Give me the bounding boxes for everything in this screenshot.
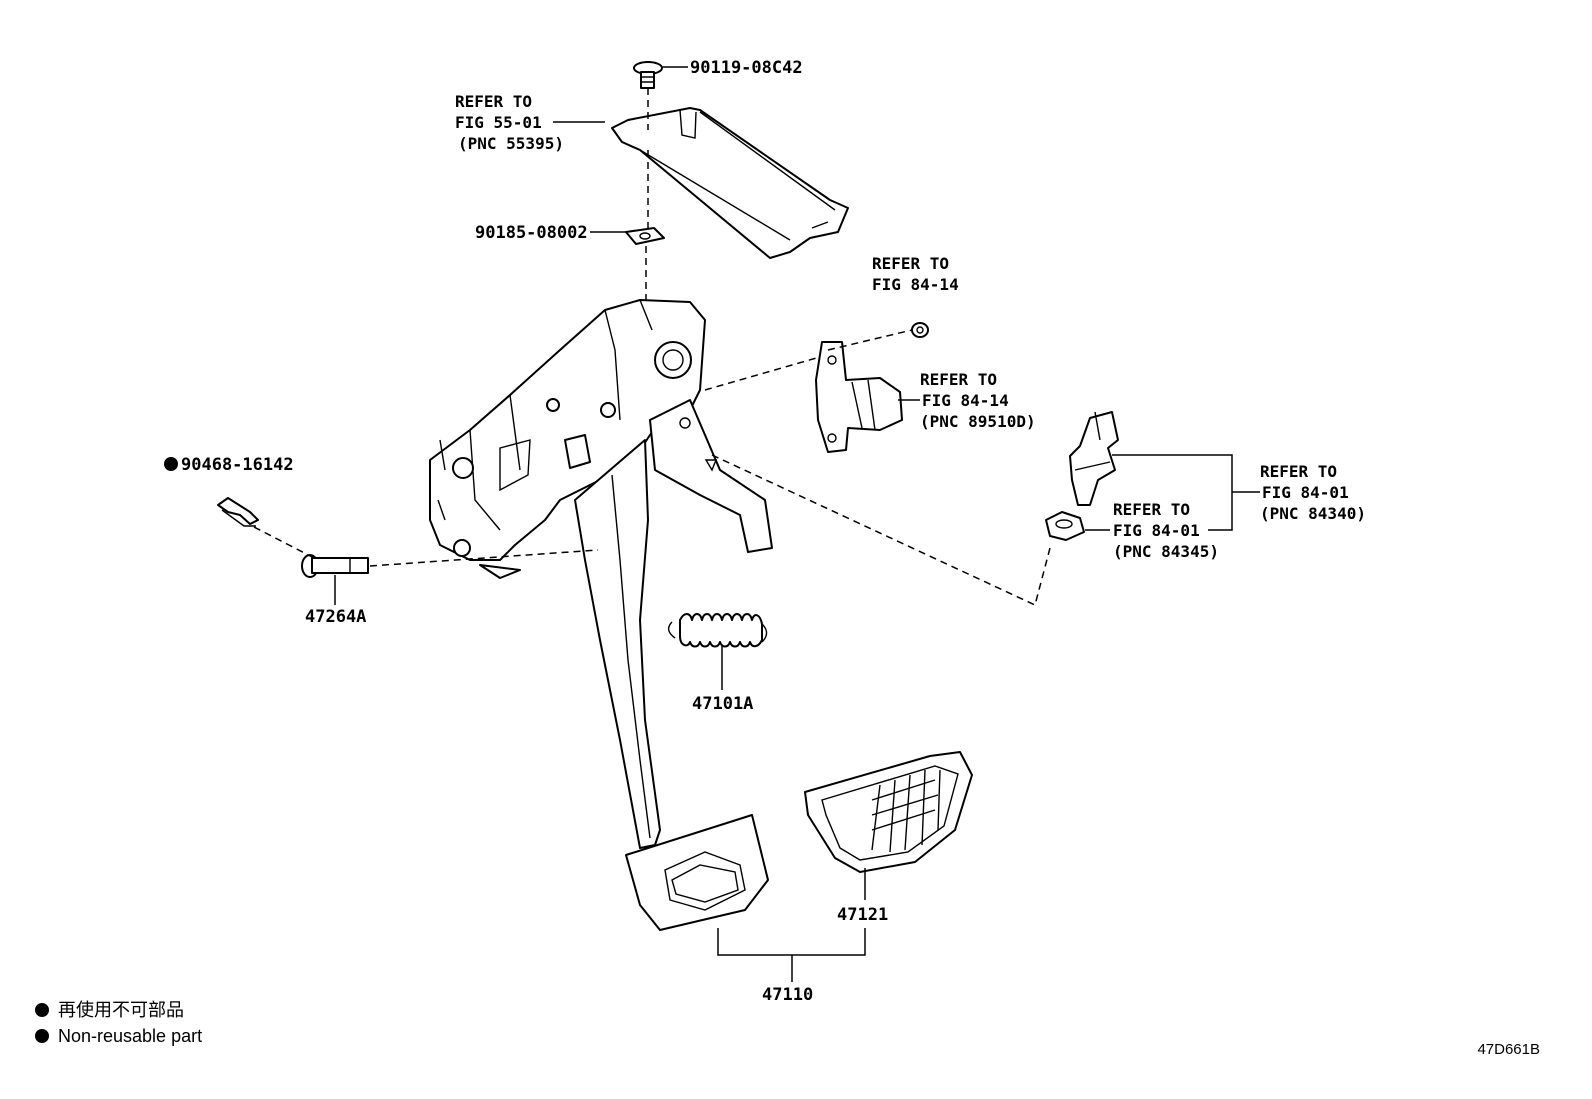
label-pedal-assy: 47110 [762,985,813,1005]
pedal-pad [625,814,769,931]
label-nut: 90185-08002 [475,223,588,243]
diagram-code: 47D661B [1477,1041,1540,1058]
stop-lamp-switch [1069,411,1119,506]
ref-stop-switch-line1: REFER TO [1260,462,1337,481]
legend-bullet-en [35,1029,49,1043]
pedal-bracket [429,299,706,579]
brake-pedal-arm [574,439,661,849]
pedal-bracket-support [611,107,849,259]
return-spring-47101a [667,613,768,648]
stroke-sensor [815,341,903,453]
clip-90468 [217,497,259,527]
sensor-nut [911,322,929,338]
pin-47264a [301,554,369,578]
label-pin: 47264A [305,607,366,627]
ref-bracket-line1: REFER TO [455,92,532,111]
ref-stop-switch-line3: (PNC 84340) [1260,504,1366,523]
legend: 再使用不可部品 Non-reusable part [35,1000,202,1046]
switch-cushion [1045,511,1085,541]
assembly-lines [253,88,1051,607]
label-spring: 47101A [692,694,753,714]
label-bolt: 90119-08C42 [690,58,803,78]
ref-sensor-nut-line1: REFER TO [872,254,949,273]
label-pad: 47121 [837,905,888,925]
legend-text-jp: 再使用不可部品 [58,1000,184,1020]
non-reusable-marker [164,457,178,471]
legend-text-en: Non-reusable part [58,1026,202,1046]
ref-bracket-line2: FIG 55-01 [455,113,542,132]
label-clip: 90468-16142 [181,455,294,475]
ref-sensor-line1: REFER TO [920,370,997,389]
ref-cushion-line3: (PNC 84345) [1113,542,1219,561]
pedal-lever [649,399,773,553]
leader-lines [334,66,1260,982]
ref-sensor-line3: (PNC 89510D) [920,412,1036,431]
ref-bracket-line3: (PNC 55395) [458,134,564,153]
ref-cushion-line1: REFER TO [1113,500,1190,519]
ref-sensor-line2: FIG 84-14 [922,391,1009,410]
ref-stop-switch-line2: FIG 84-01 [1262,483,1349,502]
legend-bullet-jp [35,1003,49,1017]
ref-cushion-line2: FIG 84-01 [1113,521,1200,540]
pedal-pad-cover [804,751,973,873]
nut-90185 [625,227,665,245]
bolt-90119 [633,61,663,89]
ref-sensor-nut-line2: FIG 84-14 [872,275,959,294]
